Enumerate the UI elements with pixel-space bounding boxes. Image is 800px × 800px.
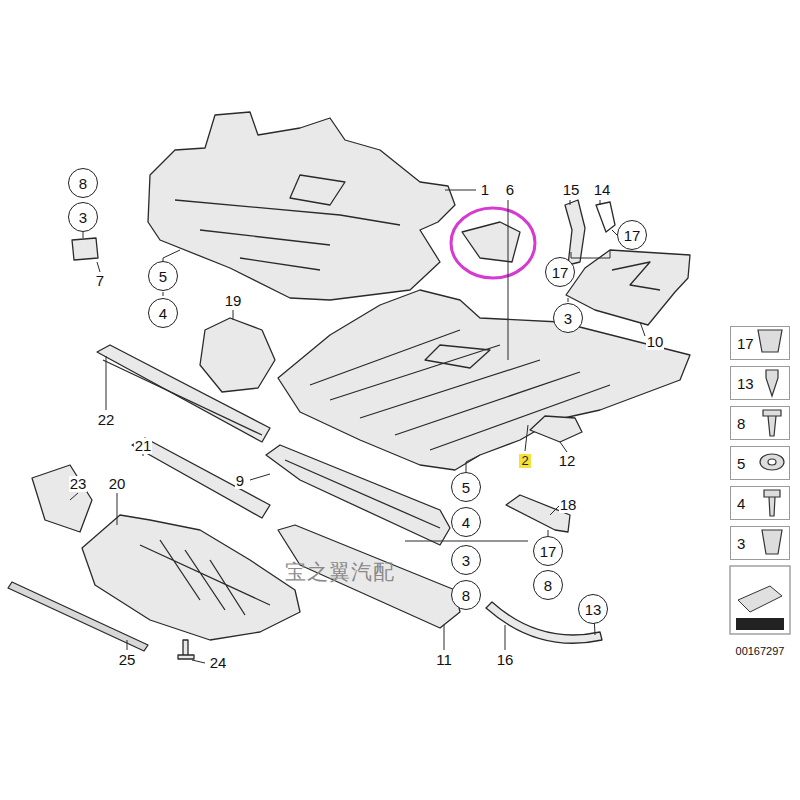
callout-circle: 5 <box>148 261 178 291</box>
callout-circle: 4 <box>148 298 178 328</box>
callout-circle: 17 <box>545 257 575 287</box>
callout-circle: 8 <box>533 570 563 600</box>
part-number: 9 <box>235 473 245 489</box>
rivet-icon <box>766 370 778 396</box>
arrow-symbol <box>738 586 782 612</box>
callout-number: 4 <box>462 515 470 530</box>
part-number: 12 <box>558 453 577 469</box>
part-number: 7 <box>95 273 105 289</box>
hardware-key-box: 17 <box>730 326 790 360</box>
callout-number: 8 <box>79 176 87 191</box>
bracket-7 <box>72 238 98 260</box>
cover-12 <box>530 416 582 442</box>
bolt-icon <box>764 490 780 516</box>
main-underbody-panel <box>278 290 690 470</box>
callout-number: 8 <box>544 578 552 593</box>
part-number: 16 <box>496 652 515 668</box>
arrow-base <box>736 618 784 630</box>
hardware-key-box: 13 <box>730 366 790 400</box>
callout-number: 17 <box>624 228 641 243</box>
callout-number: 8 <box>462 588 470 603</box>
callout-number: 8 <box>737 416 745 431</box>
part-number: 6 <box>505 182 515 198</box>
part-number: 22 <box>97 412 116 428</box>
callout-circle: 4 <box>451 507 481 537</box>
screw-24 <box>178 640 194 659</box>
watermark: 宝之翼汽配 <box>284 561 396 583</box>
bracket-14 <box>596 202 615 232</box>
part-number: 23 <box>69 476 88 492</box>
callout-circle: 17 <box>617 220 647 250</box>
part-number: 14 <box>593 182 612 198</box>
part-number: 24 <box>209 655 228 671</box>
callout-circle: 3 <box>451 545 481 575</box>
callout-number: 17 <box>540 544 557 559</box>
callout-number: 4 <box>737 496 745 511</box>
bracket-6 <box>462 222 520 262</box>
part-number: 15 <box>562 182 581 198</box>
air-duct-22 <box>97 345 270 442</box>
part-number: 18 <box>559 497 578 513</box>
cover-10 <box>566 250 690 325</box>
hardware-key-box: 8 <box>730 406 790 440</box>
callout-number: 13 <box>737 376 754 391</box>
screw-icon <box>763 410 781 436</box>
hardware-key-box: 4 <box>730 486 790 520</box>
clip-icon <box>758 330 782 352</box>
part-number: 20 <box>108 476 127 492</box>
part-number: 25 <box>118 652 137 668</box>
duct-19 <box>200 318 275 392</box>
highlight-ring <box>451 208 535 278</box>
callout-number: 4 <box>159 306 167 321</box>
callout-circle: 3 <box>68 202 98 232</box>
part-number: 19 <box>224 293 243 309</box>
callout-number: 17 <box>552 265 569 280</box>
trim-11 <box>278 525 460 628</box>
hardware-key-box: 3 <box>730 526 790 560</box>
callout-number: 3 <box>737 536 745 551</box>
bracket-15 <box>565 200 585 265</box>
callout-number: 17 <box>737 336 754 351</box>
part-number: 2 <box>519 454 530 468</box>
strip-25 <box>8 582 148 651</box>
part-number: 1 <box>480 182 490 198</box>
symbol-box <box>730 566 790 634</box>
underbody-panel-1 <box>148 112 455 300</box>
callout-number: 3 <box>462 553 470 568</box>
callout-circle: 5 <box>451 472 481 502</box>
callout-number: 5 <box>159 269 167 284</box>
callout-circle: 17 <box>533 536 563 566</box>
part-number: 10 <box>646 334 665 350</box>
washer-icon <box>760 454 784 470</box>
part-number: 11 <box>435 652 453 668</box>
hardware-key-box: 5 <box>730 446 790 480</box>
part-number: 21 <box>134 438 153 454</box>
callout-number: 5 <box>737 456 745 471</box>
callout-circle: 3 <box>553 303 583 333</box>
callout-number: 3 <box>564 311 572 326</box>
callout-number: 5 <box>462 480 470 495</box>
callout-circle: 13 <box>578 594 608 624</box>
side-panel-23 <box>32 465 92 532</box>
strip-21 <box>132 438 270 518</box>
callout-number: 13 <box>585 602 602 617</box>
expanding-nut-icon <box>762 530 782 554</box>
callout-number: 3 <box>79 210 87 225</box>
callout-circle: 8 <box>68 168 98 198</box>
callout-circle: 8 <box>451 580 481 610</box>
diagram-code: 00167297 <box>735 646 786 658</box>
front-cover-20 <box>82 515 300 640</box>
